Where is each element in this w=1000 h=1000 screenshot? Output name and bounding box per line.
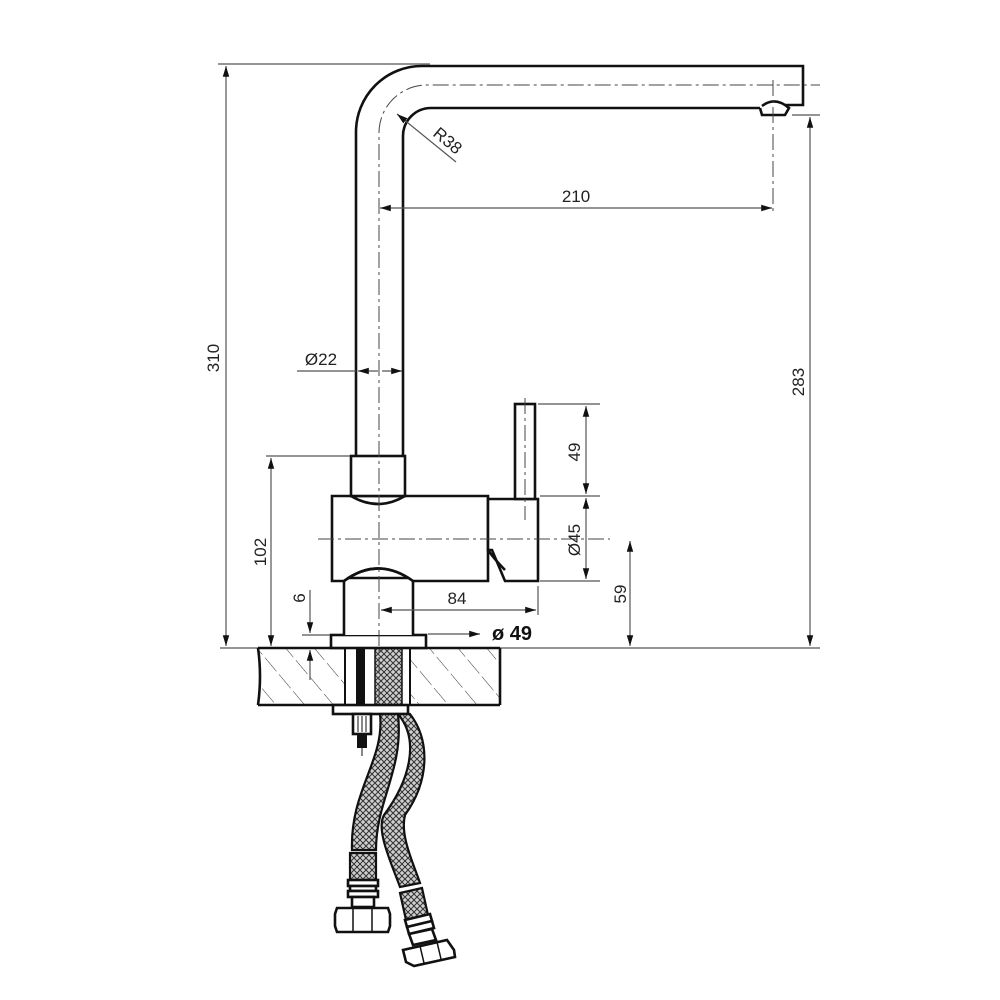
hose-left bbox=[350, 712, 400, 852]
upper-collar bbox=[349, 454, 407, 498]
aerator bbox=[758, 100, 791, 117]
label-spout-height: 283 bbox=[789, 368, 808, 396]
dimension-lines bbox=[218, 63, 820, 680]
label-tube-diameter: Ø22 bbox=[305, 350, 337, 369]
label-lever-axis-height: 59 bbox=[611, 585, 630, 604]
label-total-height: 310 bbox=[204, 344, 223, 372]
label-body-diameter: Ø45 bbox=[565, 524, 584, 556]
dim-line-r38 bbox=[396, 113, 457, 163]
hose-right bbox=[380, 712, 426, 889]
spout-inner bbox=[401, 106, 760, 456]
label-base-thickness: 6 bbox=[290, 593, 309, 602]
supply-hoses bbox=[333, 712, 457, 968]
label-base-diameter: ø 49 bbox=[492, 623, 532, 645]
hose-right-nut bbox=[401, 938, 457, 968]
label-lever-length: 49 bbox=[565, 443, 584, 462]
label-spout-reach: 210 bbox=[562, 187, 590, 206]
countertop bbox=[220, 646, 820, 707]
dimension-labels: 310 283 210 R38 Ø22 102 6 49 Ø45 59 84 ø… bbox=[204, 123, 808, 645]
label-lever-offset: 84 bbox=[448, 589, 467, 608]
threaded-rod bbox=[356, 648, 365, 705]
faucet-body bbox=[330, 402, 540, 635]
lever-cartridge bbox=[486, 497, 540, 583]
label-body-height: 102 bbox=[251, 538, 270, 566]
hose-left-nut bbox=[333, 906, 392, 934]
label-bend-radius: R38 bbox=[429, 123, 465, 158]
center-lines bbox=[318, 80, 820, 700]
mounting-washer bbox=[331, 703, 410, 716]
spout-outer bbox=[354, 64, 805, 456]
spout bbox=[354, 64, 805, 456]
threaded-rod-end bbox=[357, 734, 367, 748]
